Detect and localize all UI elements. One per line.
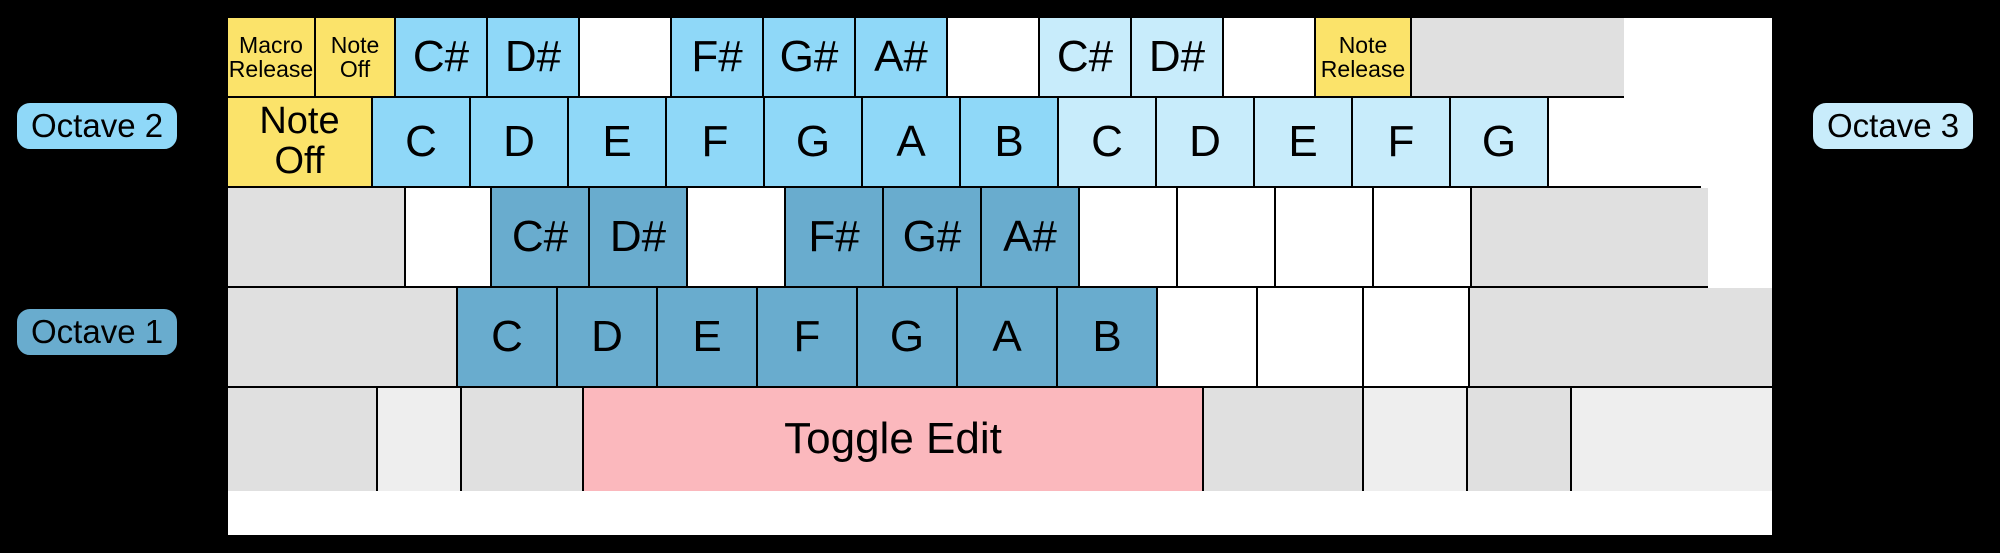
key-d-sharp[interactable]: D# [590,188,688,288]
key-c[interactable]: C [373,98,471,188]
key-blank [1178,188,1276,288]
key-blank [1412,18,1624,98]
callout-octave-3: Octave 3 [1810,100,1977,152]
key-c-sharp[interactable]: C# [396,18,488,98]
key-blank [1276,188,1374,288]
key-blank [1374,188,1472,288]
key-g[interactable]: G [858,288,958,388]
key-blank [1470,288,1772,388]
key-blank [948,18,1040,98]
key-blank [1080,188,1178,288]
key-toggle-edit[interactable]: Toggle Edit [584,388,1204,491]
key-d-sharp[interactable]: D# [1132,18,1224,98]
key-a[interactable]: A [863,98,961,188]
key-c[interactable]: C [1059,98,1157,188]
key-a[interactable]: A [958,288,1058,388]
key-g-sharp[interactable]: G# [764,18,856,98]
key-blank [228,188,406,288]
key-blank [580,18,672,98]
key-d-sharp[interactable]: D# [488,18,580,98]
key-g[interactable]: G [765,98,863,188]
callout-octave-2: Octave 2 [14,100,181,152]
key-f-sharp[interactable]: F# [672,18,764,98]
key-blank [1158,288,1258,388]
key-blank [1224,18,1316,98]
key-d[interactable]: D [1157,98,1255,188]
key-f-sharp[interactable]: F# [786,188,884,288]
key-blank [406,188,492,288]
key-f[interactable]: F [1353,98,1451,188]
key-f[interactable]: F [758,288,858,388]
key-blank [688,188,786,288]
callout-octave-1: Octave 1 [14,306,181,358]
key-blank [1549,98,1701,188]
key-blank [1204,388,1364,491]
keyboard-row-home-row: C#D# F#G#A# [228,188,1772,288]
key-e[interactable]: E [658,288,758,388]
key-blank [228,288,458,388]
key-blank [1364,288,1470,388]
key-e[interactable]: E [569,98,667,188]
keyboard-row-space-row: Toggle Edit [228,388,1772,491]
key-c-sharp[interactable]: C# [1040,18,1132,98]
key-a-sharp[interactable]: A# [982,188,1080,288]
key-g[interactable]: G [1451,98,1549,188]
key-b[interactable]: B [961,98,1059,188]
key-blank [1472,188,1708,288]
key-blank [1258,288,1364,388]
key-d[interactable]: D [558,288,658,388]
key-blank [1468,388,1572,491]
key-g-sharp[interactable]: G# [884,188,982,288]
key-blank [462,388,584,491]
key-f[interactable]: F [667,98,765,188]
key-blank [228,388,378,491]
key-b[interactable]: B [1058,288,1158,388]
key-e[interactable]: E [1255,98,1353,188]
key-blank [1364,388,1468,491]
key-c-sharp[interactable]: C# [492,188,590,288]
key-a-sharp[interactable]: A# [856,18,948,98]
key-c[interactable]: C [458,288,558,388]
key-blank [1572,388,1772,491]
key-blank [378,388,462,491]
key-d[interactable]: D [471,98,569,188]
